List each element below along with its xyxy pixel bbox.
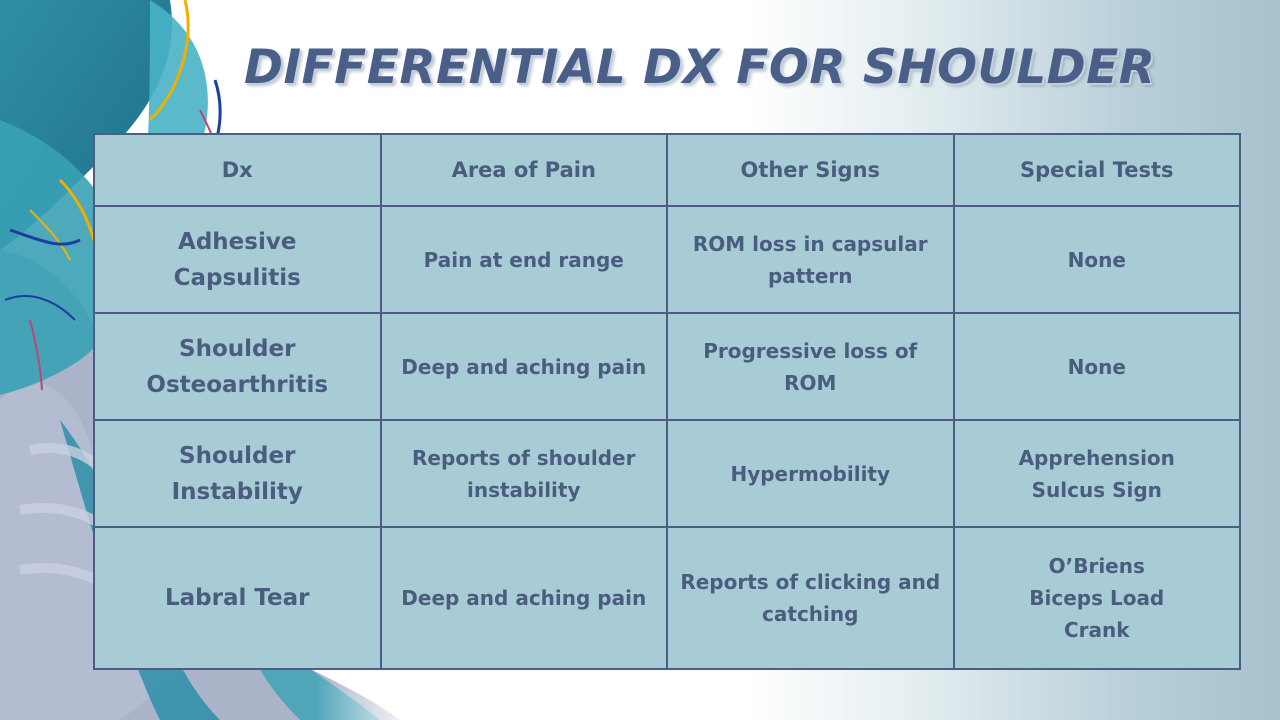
special-tests-cell: Apprehension Sulcus Sign <box>952 419 1241 528</box>
table-row: Adhesive Capsulitis Pain at end range RO… <box>93 205 1241 314</box>
dx-text: Shoulder <box>179 442 296 469</box>
tests-text: None <box>1067 247 1126 272</box>
area-text: instability <box>466 477 581 502</box>
dx-text: Adhesive <box>178 228 297 255</box>
area-of-pain-cell: Pain at end range <box>379 205 668 314</box>
header-special-tests: Special Tests <box>952 133 1241 207</box>
table-row: Shoulder Instability Reports of shoulder… <box>93 419 1241 528</box>
table-header-row: Dx Area of Pain Other Signs Special Test… <box>93 133 1241 207</box>
dx-cell: Shoulder Instability <box>93 419 382 528</box>
area-of-pain-cell: Deep and aching pain <box>379 312 668 421</box>
tests-text: Apprehension <box>1018 445 1175 470</box>
page-title: DIFFERENTIAL DX FOR SHOULDER <box>244 40 1156 95</box>
dx-text: Capsulitis <box>173 264 301 291</box>
signs-text: Progressive loss of ROM <box>703 338 918 395</box>
header-dx: Dx <box>93 133 382 207</box>
area-text: Deep and aching pain <box>401 586 647 610</box>
other-signs-cell: Reports of clicking and catching <box>666 526 955 670</box>
dx-text: Instability <box>171 478 303 505</box>
dx-text: Shoulder <box>179 335 296 362</box>
tests-text: Sulcus Sign <box>1031 477 1162 502</box>
table-row: Shoulder Osteoarthritis Deep and aching … <box>93 312 1241 421</box>
dx-text: Osteoarthritis <box>146 371 329 398</box>
signs-text: Reports of clicking and <box>680 570 941 594</box>
other-signs-cell: ROM loss in capsular pattern <box>666 205 955 314</box>
area-text: Reports of shoulder <box>412 445 636 470</box>
tests-text: Biceps Load <box>1029 586 1165 610</box>
tests-text: Crank <box>1063 618 1130 642</box>
signs-text: pattern <box>767 263 853 288</box>
tests-text: O’Briens <box>1048 554 1145 578</box>
dx-cell: Adhesive Capsulitis <box>93 205 382 314</box>
area-of-pain-cell: Deep and aching pain <box>379 526 668 670</box>
area-text: Pain at end range <box>423 247 624 272</box>
dx-table: Dx Area of Pain Other Signs Special Test… <box>93 133 1241 670</box>
special-tests-cell: None <box>952 312 1241 421</box>
other-signs-cell: Hypermobility <box>666 419 955 528</box>
other-signs-cell: Progressive loss of ROM <box>666 312 955 421</box>
dx-text: Labral Tear <box>165 585 310 611</box>
dx-cell: Labral Tear <box>93 526 382 670</box>
table-row: Labral Tear Deep and aching pain Reports… <box>93 526 1241 670</box>
special-tests-cell: O’Briens Biceps Load Crank <box>952 526 1241 670</box>
header-area-of-pain: Area of Pain <box>379 133 668 207</box>
signs-text: catching <box>762 602 859 626</box>
signs-text: Hypermobility <box>730 461 891 486</box>
header-other-signs: Other Signs <box>666 133 955 207</box>
dx-cell: Shoulder Osteoarthritis <box>93 312 382 421</box>
area-of-pain-cell: Reports of shoulder instability <box>379 419 668 528</box>
special-tests-cell: None <box>952 205 1241 314</box>
tests-text: None <box>1067 354 1126 379</box>
signs-text: ROM loss in capsular <box>692 231 928 256</box>
area-text: Deep and aching pain <box>401 354 647 379</box>
differential-dx-table: Dx Area of Pain Other Signs Special Test… <box>93 133 1241 670</box>
